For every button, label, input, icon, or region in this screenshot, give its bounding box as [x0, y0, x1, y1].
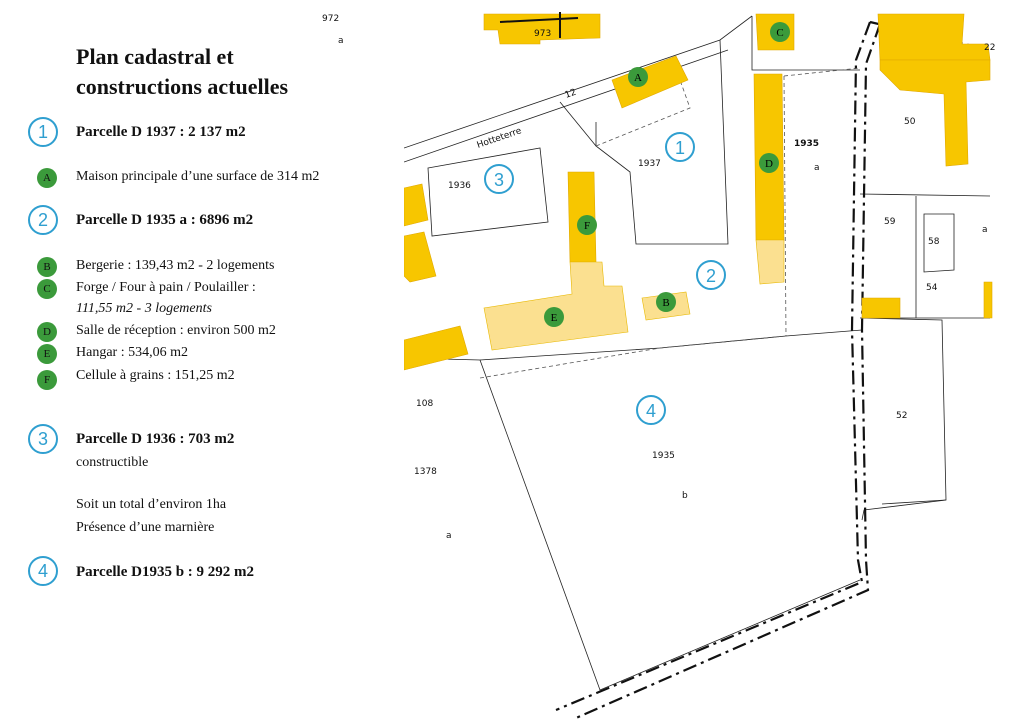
- building-973-lines: [499, 12, 579, 38]
- parcel-label-1935-lower: 1935: [652, 451, 675, 461]
- parcel-3-marker: 3: [28, 424, 58, 454]
- parcel-label-1937: 1937: [638, 159, 661, 169]
- building-d-badge: D: [37, 322, 57, 342]
- parcel-label-right-a: a: [982, 225, 988, 235]
- building-c-subtext: 111,55 m2 - 3 logements: [76, 301, 212, 316]
- cadastral-map: Hotteterre 12 973 1937 1935 a 50 59 58 5…: [404, 0, 1024, 724]
- parcel-label-1936: 1936: [448, 181, 471, 191]
- buildings-light: [483, 239, 785, 351]
- dashed-boundaries: [479, 67, 861, 379]
- building-a-text: Maison principale d’une surface de 314 m…: [76, 169, 320, 184]
- parcel-label-1935-a: a: [814, 163, 820, 173]
- parcel-3-subtext: constructible: [76, 455, 149, 470]
- parcel-label-972: 972: [322, 14, 339, 24]
- parcel-label-1378: 1378: [414, 467, 437, 477]
- map-marker-4-circle: [636, 395, 666, 425]
- parcel-label-973: 973: [534, 29, 551, 39]
- map-marker-1: 1: [675, 138, 685, 158]
- parcel-label-52: 52: [896, 411, 907, 421]
- badge-d-circle: [759, 153, 779, 173]
- building-c-badge: C: [37, 279, 57, 299]
- map-marker-2-circle: [696, 260, 726, 290]
- map-badge-f: F: [584, 220, 590, 232]
- page-title: Plan cadastral et constructions actuelle…: [76, 42, 396, 102]
- building-e-text: Hangar : 534,06 m2: [76, 345, 188, 360]
- map-badge-b: B: [662, 297, 669, 309]
- map-marker-2: 2: [706, 266, 716, 286]
- badge-e-circle: [544, 307, 564, 327]
- parcel-4-marker: 4: [28, 556, 58, 586]
- map-badge-c: C: [776, 27, 783, 39]
- map-marker-3: 3: [494, 170, 504, 190]
- parcel-2-text: Parcelle D 1935 a : 6896 m2: [76, 212, 254, 228]
- map-svg: Hotteterre 12 973 1937 1935 a 50 59 58 5…: [404, 12, 995, 720]
- parcel-3-text: Parcelle D 1936 : 703 m2: [76, 431, 235, 447]
- building-badges: A B C D E F: [544, 22, 790, 327]
- parcel-label-22: 22: [984, 43, 995, 53]
- parcel-markers: 1 2 3 4: [484, 132, 726, 425]
- street-number: 12: [564, 88, 578, 101]
- parcel-label-58: 58: [928, 237, 940, 247]
- parcel-label-1378-a: a: [446, 531, 452, 541]
- parcel-2-marker: 2: [28, 205, 58, 235]
- building-c-text: Forge / Four à pain / Poulailler :: [76, 280, 256, 295]
- map-marker-3-circle: [484, 164, 514, 194]
- street-name: Hotteterre: [476, 126, 524, 151]
- map-marker-4: 4: [646, 401, 656, 421]
- title-line-1: Plan cadastral et: [76, 44, 234, 69]
- badge-f-circle: [577, 215, 597, 235]
- top-labels: 972 a: [322, 14, 344, 46]
- badge-c-circle: [770, 22, 790, 42]
- building-b-text: Bergerie : 139,43 m2 - 2 logements: [76, 258, 275, 273]
- building-e-badge: E: [37, 344, 57, 364]
- parcel-label-59: 59: [884, 217, 896, 227]
- map-badge-a: A: [634, 72, 642, 84]
- parcel-label-108: 108: [416, 399, 433, 409]
- building-f-badge: F: [37, 370, 57, 390]
- map-marker-1-circle: [665, 132, 695, 162]
- map-badge-e: E: [551, 312, 558, 324]
- marniere-text: Présence d’une marnière: [76, 520, 215, 535]
- parcel-boundaries: [404, 15, 991, 691]
- title-line-2: constructions actuelles: [76, 74, 289, 99]
- building-f-text: Cellule à grains : 151,25 m2: [76, 368, 235, 383]
- parcel-label-972-a: a: [338, 36, 344, 46]
- parcel-label-1935-b: b: [682, 491, 688, 501]
- legend-panel: Plan cadastral et constructions actuelle…: [0, 0, 400, 724]
- building-d-text: Salle de réception : environ 500 m2: [76, 323, 276, 338]
- map-badge-d: D: [765, 158, 773, 170]
- total-area-text: Soit un total d’environ 1ha: [76, 497, 227, 512]
- parcel-1-text: Parcelle D 1937 : 2 137 m2: [76, 124, 246, 140]
- parcel-label-1935: 1935: [794, 139, 819, 149]
- building-b-badge: B: [37, 257, 57, 277]
- building-a-badge: A: [37, 168, 57, 188]
- parcel-1-marker: 1: [28, 117, 58, 147]
- badge-a-circle: [628, 67, 648, 87]
- parcel-4-text: Parcelle D1935 b : 9 292 m2: [76, 564, 255, 580]
- parcel-label-54: 54: [926, 283, 938, 293]
- badge-b-circle: [656, 292, 676, 312]
- parcel-label-50: 50: [904, 117, 916, 127]
